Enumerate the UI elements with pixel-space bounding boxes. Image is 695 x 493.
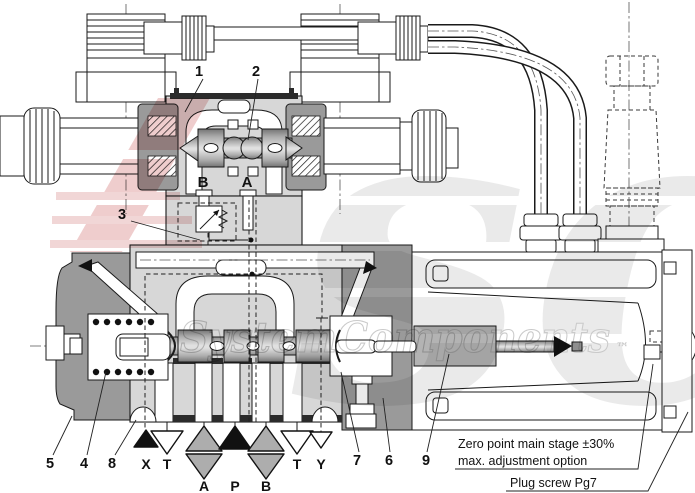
bolt-rail-bottom bbox=[425, 391, 657, 421]
callout-1: 1 bbox=[195, 64, 203, 80]
callout-8: 8 bbox=[108, 456, 116, 472]
callout-5: 5 bbox=[46, 456, 54, 472]
port-t-left-symbol bbox=[150, 430, 184, 455]
port-p-label: P bbox=[230, 478, 239, 493]
port-a-label: A bbox=[199, 478, 209, 493]
port-t-right-label: T bbox=[293, 456, 302, 472]
zero-point-note-line1: Zero point main stage ±30% bbox=[458, 437, 614, 451]
callout-4: 4 bbox=[80, 456, 88, 472]
port-p-symbol bbox=[218, 425, 252, 450]
callout-7-leader bbox=[340, 371, 360, 453]
callout-9: 9 bbox=[422, 453, 430, 469]
port-b-symbol-down bbox=[247, 453, 285, 480]
callout-7: 7 bbox=[353, 453, 361, 469]
zero-point-note-line2: max. adjustment option bbox=[458, 454, 587, 468]
pilot-port-b-label: B bbox=[198, 174, 209, 191]
pilot-spool bbox=[179, 119, 303, 177]
port-b-label: B bbox=[261, 478, 271, 493]
port-t-right-symbol bbox=[280, 430, 314, 455]
watermark-glyph bbox=[70, 98, 210, 252]
main-spool bbox=[165, 329, 349, 363]
callout-2: 2 bbox=[252, 64, 260, 80]
left-cable-connector bbox=[143, 15, 215, 61]
port-b-symbol-up bbox=[247, 425, 285, 452]
end-cap-plate bbox=[661, 249, 695, 433]
port-x-label: X bbox=[141, 456, 151, 472]
pilot-pipe-2 bbox=[428, 40, 602, 253]
callout-3-leader bbox=[130, 220, 201, 241]
port-y-label: Y bbox=[316, 456, 326, 472]
callout-6: 6 bbox=[385, 453, 393, 469]
conduit-line bbox=[214, 26, 360, 41]
callout-8-leader bbox=[114, 419, 137, 456]
mounting-foot-left bbox=[129, 406, 157, 423]
right-housing bbox=[373, 249, 695, 433]
callout-5-leader bbox=[52, 415, 73, 456]
port-x-symbol bbox=[133, 429, 159, 448]
port-a-symbol-down bbox=[185, 453, 223, 480]
pilot-port-a-label: A bbox=[242, 174, 253, 191]
drain-fitting bbox=[345, 375, 377, 429]
bottom-ports: X T A P B T Y bbox=[133, 422, 333, 493]
right-cable-connector bbox=[357, 15, 429, 61]
plug-screw-note: Plug screw Pg7 bbox=[510, 476, 597, 490]
callout-4-leader bbox=[86, 371, 107, 456]
main-valve bbox=[45, 200, 413, 432]
watermark-logo: sc bbox=[285, 7, 695, 493]
annotations: Zero point main stage ±30% max. adjustme… bbox=[455, 363, 689, 492]
zero-point-leader bbox=[455, 363, 654, 470]
mounting-foot-right bbox=[311, 406, 339, 423]
callout-9-leader bbox=[426, 353, 450, 453]
centering-spring-left bbox=[69, 313, 176, 381]
callout-2-leader bbox=[247, 78, 259, 141]
watermark: sc SystemComponents ™ bbox=[50, 7, 695, 493]
port-t-left-label: T bbox=[163, 456, 172, 472]
plug-screw-leader bbox=[506, 411, 689, 492]
port-a-symbol-up bbox=[185, 425, 223, 452]
bolt-rail-top bbox=[425, 259, 657, 289]
relief-valve-schematic bbox=[177, 202, 254, 248]
left-edge-fitting bbox=[0, 115, 25, 177]
phantom-relief-valve bbox=[597, 55, 665, 253]
pilot-tube-nut-right bbox=[285, 103, 327, 191]
watermark-line-text: SystemComponents bbox=[180, 313, 610, 362]
callout-6-leader bbox=[382, 397, 391, 453]
watermark-tm: ™ bbox=[616, 341, 629, 356]
port-y-symbol bbox=[309, 431, 333, 449]
left-end-plug bbox=[45, 325, 65, 361]
